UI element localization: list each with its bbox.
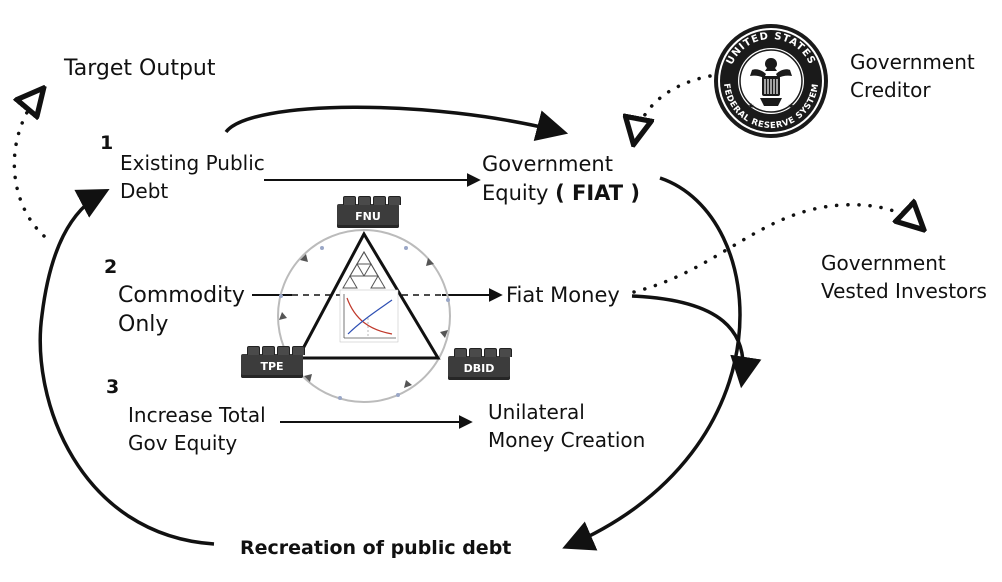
svg-text:★: ★ — [788, 102, 794, 110]
government-creditor-label: Government Creditor — [850, 50, 975, 102]
seal-icon: UNITED STATES FEDERAL RESERVE SYSTEM ★ — [714, 24, 828, 138]
cycle-circle — [277, 229, 451, 403]
target-output-label: Target Output — [64, 56, 216, 81]
fiat-paren-text: ( FIAT ) — [555, 181, 641, 205]
step-3-number: 3 — [106, 376, 120, 398]
mini-chart-red-curve — [346, 297, 393, 335]
brick-dbid-label: DBID — [463, 362, 495, 375]
arc-recreation-to-debt — [38, 189, 215, 546]
dotted-to-target-output — [12, 90, 44, 238]
unilateral-money-creation-label: Unilateral Money Creation — [488, 400, 646, 452]
brick-fnu: FNU — [337, 196, 401, 228]
dotted-to-creditor — [634, 74, 712, 142]
brick-dbid: DBID — [448, 348, 512, 380]
mini-chart — [339, 289, 399, 343]
arc-equity-to-recreation — [562, 176, 742, 551]
svg-text:★: ★ — [748, 102, 754, 110]
government-vested-investors-label: Government Vested Investors — [821, 251, 987, 303]
arc-debt-to-equity — [224, 105, 569, 141]
increase-total-gov-equity-label: Increase Total Gov Equity — [128, 403, 266, 455]
central-triangle-diagram — [277, 229, 451, 403]
federal-reserve-seal: UNITED STATES FEDERAL RESERVE SYSTEM ★ — [712, 22, 830, 140]
fiat-money-label: Fiat Money — [506, 283, 620, 307]
step-1-number: 1 — [100, 132, 114, 154]
government-equity-label: Government Equity ( FIAT ) — [482, 150, 640, 208]
brick-fnu-label: FNU — [355, 210, 381, 223]
commodity-only-label: Commodity Only — [118, 283, 245, 337]
step-2-number: 2 — [104, 256, 118, 278]
recreation-of-public-debt-label: Recreation of public debt — [240, 537, 512, 559]
arc-fiat-to-recreation — [631, 294, 762, 389]
government-equity-text: Government Equity — [482, 152, 613, 205]
existing-public-debt-label: Existing Public Debt — [120, 151, 265, 203]
triangle-outline — [295, 230, 441, 360]
mini-chart-blue-curve — [347, 299, 393, 335]
brick-tpe-label: TPE — [260, 360, 284, 373]
brick-tpe: TPE — [241, 346, 305, 378]
